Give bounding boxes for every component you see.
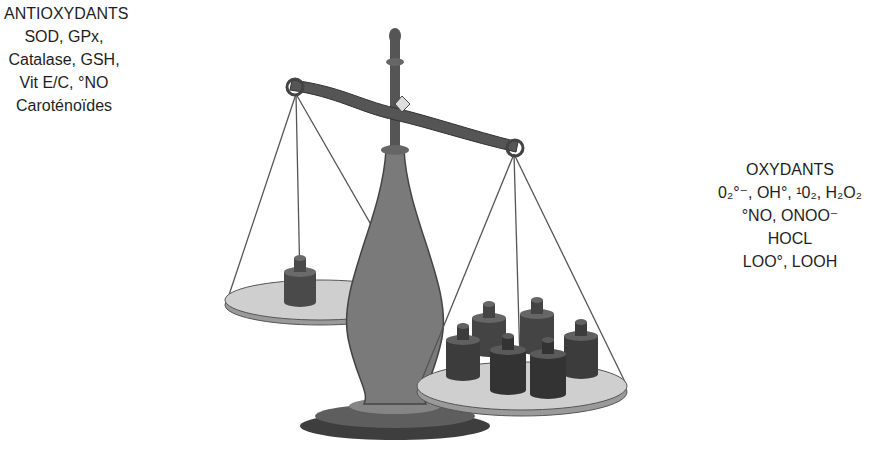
beam-pivot <box>395 96 410 112</box>
weight <box>446 323 480 381</box>
species-list: Catalase, GSH, <box>8 50 119 70</box>
group-heading: OXYDANTS <box>746 160 834 180</box>
weight <box>284 255 316 307</box>
weight <box>564 319 598 379</box>
scale-beam <box>290 80 518 152</box>
scale-finial <box>389 28 401 44</box>
beam-ring <box>287 79 303 95</box>
pan-strings <box>420 154 626 384</box>
species-list: HOCL <box>768 229 812 249</box>
weight <box>520 297 554 355</box>
beam-ring <box>507 140 523 156</box>
species-list: SOD, GPx, <box>24 27 103 47</box>
scale-pillar <box>390 40 400 155</box>
species-list: Vit E/C, °NO <box>20 73 109 93</box>
species-list: °NO, ONOO⁻ <box>742 206 839 226</box>
scale-finial <box>386 58 404 66</box>
weight <box>490 333 526 395</box>
scale-body <box>347 150 444 404</box>
group-heading: ANTIOXYDANTS <box>4 4 128 24</box>
weight <box>530 337 566 399</box>
scale-neck <box>381 145 409 155</box>
species-list: Caroténoïdes <box>16 96 112 116</box>
species-list: 0₂°⁻, OH°, ¹0₂, H₂O₂ <box>718 183 862 203</box>
species-list: LOO°, LOOH <box>743 252 837 272</box>
